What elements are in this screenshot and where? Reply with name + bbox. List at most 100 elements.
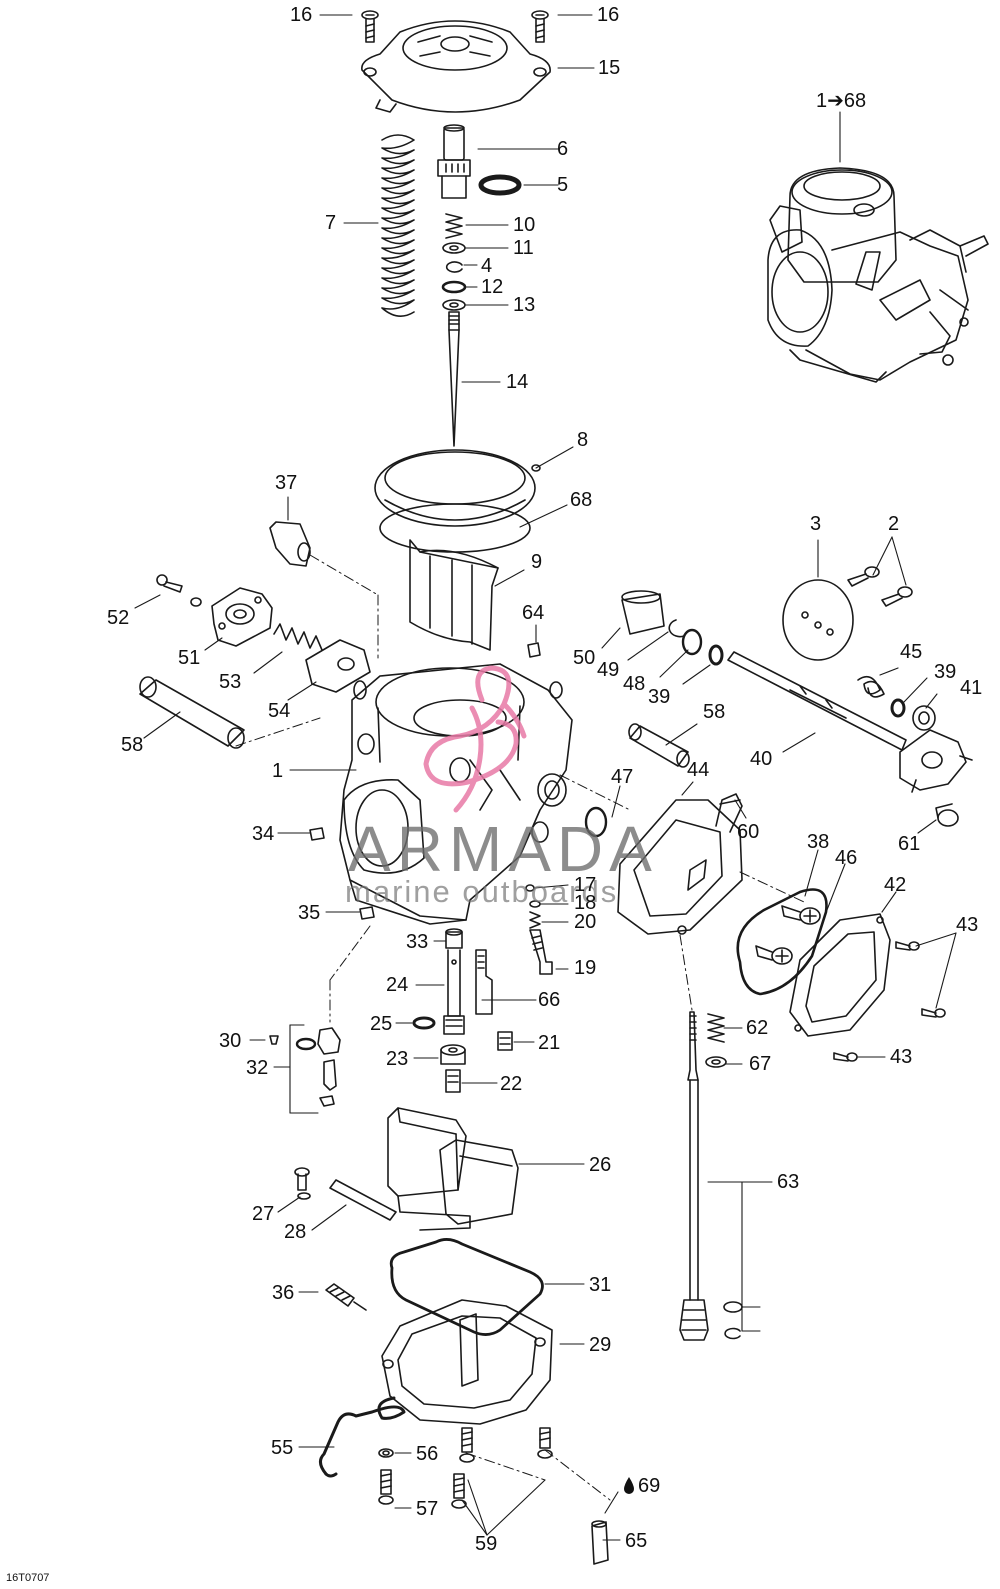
callout-19: 19 [574,957,597,979]
callout-47: 47 [611,766,634,788]
holder-33 [445,928,463,949]
throttle-shaft-40 [727,651,973,793]
callout-21: 21 [538,1032,561,1054]
callout-27: 27 [252,1203,275,1225]
ring-41 [912,705,936,731]
callout-24: 24 [386,974,409,996]
callout-28: 28 [284,1221,307,1243]
housing-51 [211,587,273,647]
callout-13: 13 [513,294,536,316]
assembled-carburetor [767,167,989,383]
screw-57 [378,1469,394,1505]
callout-51: 51 [178,647,201,669]
callout-16: 16 [597,4,620,26]
screw-34 [309,827,325,841]
callout-17: 17 [574,874,597,896]
throttle-slide-9 [409,539,499,651]
callout-42: 42 [884,874,907,896]
callout-55: 55 [271,1437,294,1459]
oil-drop-icon [624,1477,634,1494]
callout-68: 68 [570,489,593,511]
o-ring-39-right [890,698,906,718]
o-ring-39-left [708,644,724,666]
washer-30 [269,1035,279,1045]
pin-28 [329,1179,397,1221]
callout-67: 67 [749,1053,772,1075]
callout-39: 39 [648,686,671,708]
callout-23: 23 [386,1048,409,1070]
jet-21 [497,1031,513,1051]
watermark-flourish-icon [423,665,527,813]
spring-62 [707,1013,725,1043]
callout-3: 3 [810,513,822,535]
callout-16: 16 [290,4,313,26]
cap-61 [935,803,959,827]
callout-1: 1 [272,760,284,782]
drawing-code: 16T0707 [6,1572,50,1584]
callout-63: 63 [777,1171,800,1193]
callout-44: 44 [687,759,710,781]
callout-30: 30 [219,1030,242,1052]
screw-43-upper [895,941,920,951]
tube-58-left [139,676,245,749]
cover-42 [789,913,891,1037]
callout-56: 56 [416,1443,439,1465]
needle-jet-24 [443,949,465,1035]
bushing-50 [621,590,665,635]
watermark-tagline: marine outboards [345,874,619,909]
jet-22 [445,1069,461,1093]
screw-16-right [531,10,549,43]
holder-23 [440,1044,466,1065]
screw-60 [715,793,743,833]
callout-36: 36 [272,1282,295,1304]
screw-46-upper [781,905,821,925]
o-ring-47 [584,806,608,838]
callout-38: 38 [807,831,830,853]
cover-44 [617,799,743,935]
float-26 [387,1107,519,1231]
washer-13 [442,299,466,311]
callout-22: 22 [500,1073,523,1095]
callout-2: 2 [888,513,900,535]
callout-58: 58 [121,734,144,756]
valve-seat-32 [295,1027,341,1107]
o-ring-68 [379,503,531,553]
washer-67 [705,1056,727,1068]
callout-50: 50 [573,647,596,669]
tube-58-right [628,723,690,768]
screw-27 [294,1167,311,1200]
assembly-label: 1➔68 [816,90,867,112]
wire-55 [319,1396,406,1478]
spring-10 [445,213,463,239]
washer-12 [441,280,467,294]
ring-48 [681,628,703,656]
clip-49 [668,619,685,638]
callout-12: 12 [481,276,504,298]
jet-66 [475,949,493,1015]
spring-53 [273,623,323,651]
callout-33: 33 [406,931,429,953]
spring-45 [857,675,885,698]
screw-59-c [451,1473,467,1509]
callout-57: 57 [416,1498,439,1520]
screw-43-middle [921,1008,946,1018]
ring-17 [525,884,535,892]
top-cover-15 [361,20,551,113]
callout-10: 10 [513,214,536,236]
callout-58: 58 [703,701,726,723]
watermark-brand: ARMADA [348,813,658,885]
callout-11: 11 [513,237,534,259]
callout-43: 43 [890,1046,913,1068]
callout-53: 53 [219,671,242,693]
screw-64 [527,642,541,658]
callout-8: 8 [577,429,589,451]
callout-35: 35 [298,902,321,924]
screw-19 [529,929,553,975]
screw-16-left [361,10,379,43]
callout-64: 64 [522,602,545,624]
callout-7: 7 [325,212,337,234]
screw-36 [325,1283,367,1311]
callout-49: 49 [597,659,620,681]
washer-56 [378,1448,394,1458]
